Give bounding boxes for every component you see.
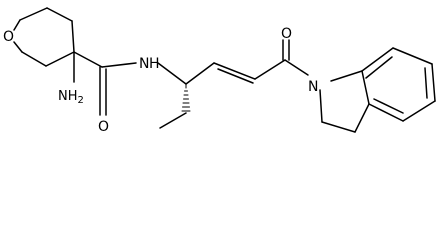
ketone-oxygen-label: O (281, 26, 292, 42)
amide-carbonyl (99, 66, 107, 116)
ketone-n-bond (284, 59, 309, 76)
alkene-double-bond (213, 62, 256, 84)
n-ch-bond (157, 62, 187, 85)
indoline-five-ring (319, 70, 370, 133)
indoline-benzene-ring (361, 47, 436, 122)
chemical-structure-diagram: O NH2 N H O O N (3, 7, 436, 135)
c-n-bond (101, 62, 137, 68)
ring-oxygen-label: O (3, 29, 14, 45)
ch-alkene-bond (185, 62, 215, 85)
amide-oxygen-label: O (98, 119, 109, 135)
ethyl-bond (159, 112, 187, 129)
oxane-ring (13, 7, 75, 67)
amino-label: NH2 (58, 89, 84, 106)
indoline-n-label: N (308, 79, 318, 95)
amide-h-label: H (149, 56, 160, 72)
alkene-ketone-bond (254, 59, 286, 80)
ketone-carbonyl (282, 39, 290, 61)
amide-n-label: N (139, 56, 149, 72)
stereo-hash-bond (181, 83, 191, 112)
c-carbonyl-bond (73, 51, 103, 68)
